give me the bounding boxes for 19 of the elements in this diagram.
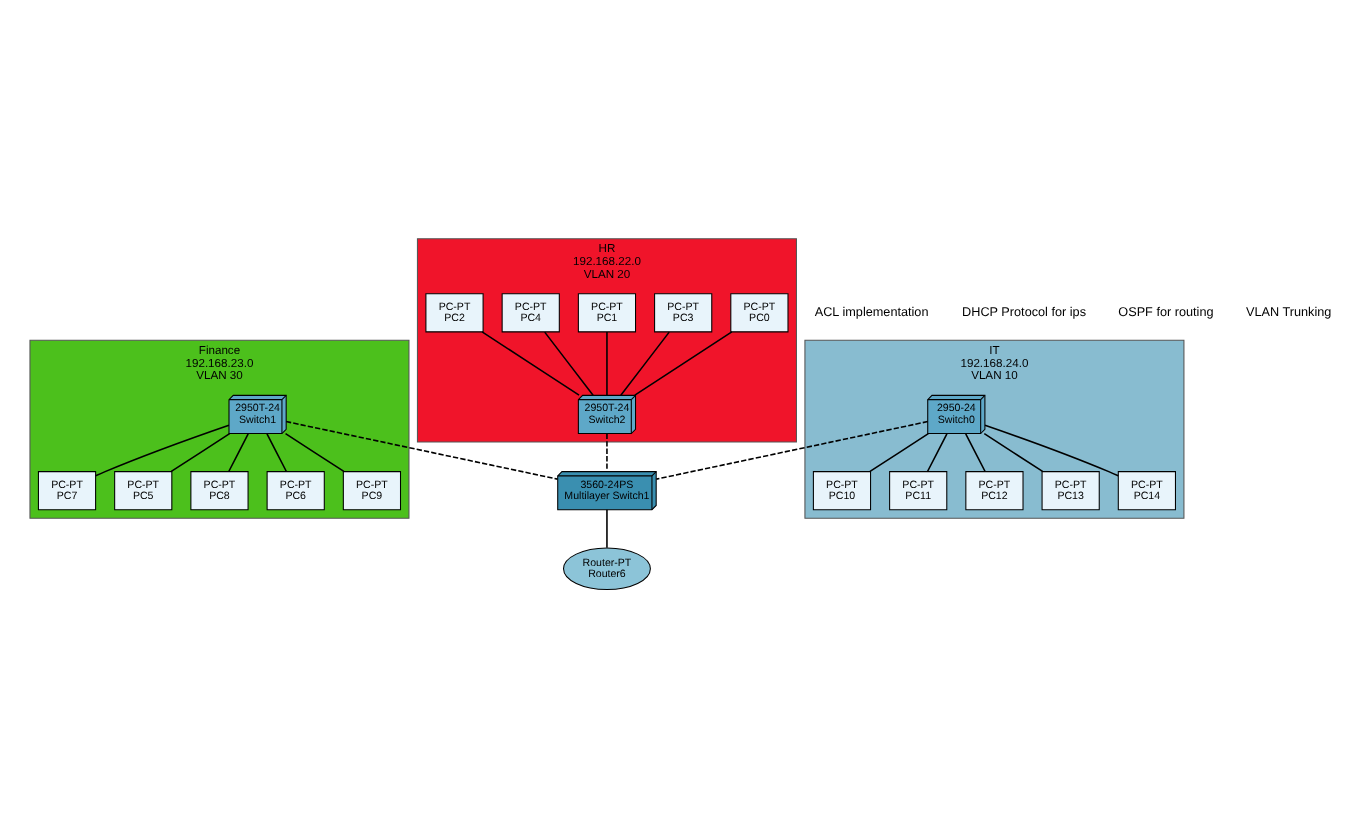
connector — [983, 432, 1044, 473]
connector — [170, 432, 231, 473]
connector — [481, 331, 580, 396]
connector — [266, 433, 288, 473]
connector — [606, 508, 608, 549]
connector — [284, 432, 345, 473]
connector — [634, 331, 733, 396]
connector — [655, 420, 929, 480]
connector — [606, 433, 608, 473]
connector — [984, 424, 1120, 477]
connector — [964, 433, 986, 473]
connector — [543, 331, 594, 397]
connector — [926, 433, 948, 473]
connector — [869, 432, 930, 473]
connector — [606, 331, 608, 397]
connector — [94, 424, 230, 477]
connector — [228, 433, 249, 473]
connector — [620, 331, 670, 397]
connector — [285, 420, 559, 480]
